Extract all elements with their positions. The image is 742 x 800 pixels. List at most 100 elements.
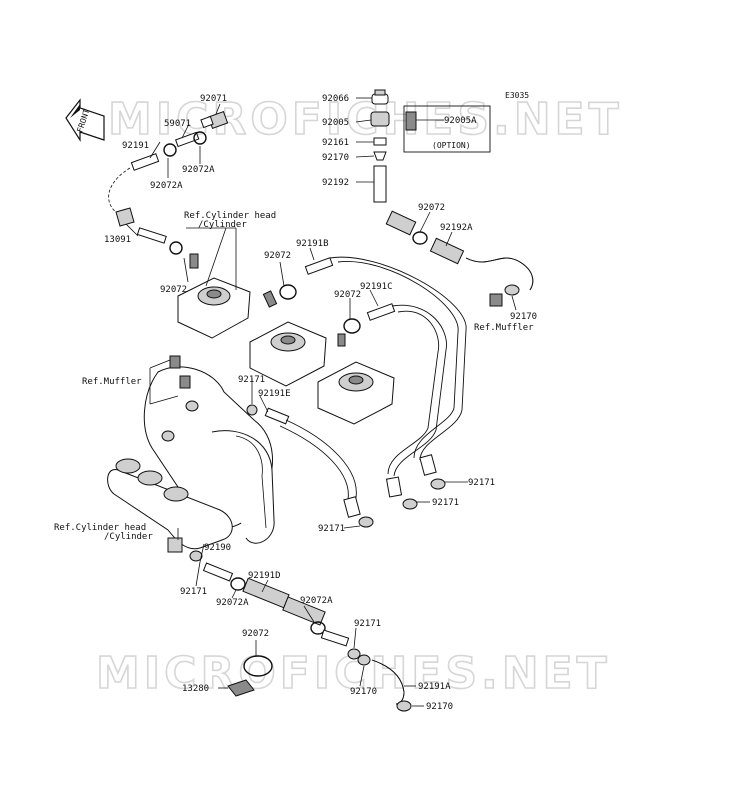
label-92191: 92191	[122, 141, 149, 151]
fitting-elbow	[167, 537, 183, 553]
label-92191a: 92191A	[418, 682, 451, 692]
label-ref-muffler-2: Ref.Muffler	[82, 377, 142, 387]
label-92072a-2: 92072A	[150, 181, 183, 191]
muffler-body	[143, 355, 275, 544]
bolt-fitting-2	[262, 290, 278, 308]
label-92072-3: 92072	[264, 251, 291, 261]
label-92170-1: 92170	[322, 153, 349, 163]
front-arrow-icon: FRONT	[65, 98, 105, 143]
part-92072-clamp-3	[279, 284, 297, 300]
hose-end-1	[419, 454, 437, 476]
label-92171-4: 92171	[318, 524, 345, 534]
part-92192-hose	[373, 165, 387, 203]
label-ref-cylinder-head-1b: /Cylinder	[198, 220, 247, 230]
part-59071-fitting	[174, 131, 200, 148]
part-92072a-clamp	[193, 131, 207, 145]
part-92005a-fitting	[405, 111, 417, 131]
part-92005-fitting	[370, 111, 390, 127]
option-box	[403, 105, 491, 153]
part-92191e-hose	[264, 407, 290, 425]
part-92171-clamp-a	[430, 478, 446, 490]
fitting-ref-muffler	[489, 293, 503, 307]
part-92170-clip-top	[373, 151, 387, 161]
part-hose-short-2	[320, 629, 350, 647]
part-hose-lower	[202, 562, 234, 582]
cylinder-head-2	[249, 321, 327, 387]
label-92170-4: 92170	[426, 702, 453, 712]
part-92191d-hose	[242, 577, 290, 609]
label-ref-muffler-1: Ref.Muffler	[474, 323, 534, 333]
label-92072-4: 92072	[334, 290, 361, 300]
part-92171-clamp-d	[358, 516, 374, 528]
label-59071: 59071	[164, 119, 191, 129]
label-92072a-3: 92072A	[216, 598, 249, 608]
label-92191e: 92191E	[258, 389, 291, 399]
part-92072a-clamp-4	[310, 621, 326, 635]
hose-end-3	[343, 496, 361, 518]
part-13280-plate	[227, 679, 255, 697]
label-13091: 13091	[104, 235, 131, 245]
label-ref-cylinder-head-2a: Ref.Cylinder head	[54, 523, 146, 533]
exhaust-manifold	[107, 458, 233, 550]
label-92192: 92192	[322, 178, 349, 188]
part-92161-washer	[373, 137, 387, 146]
bolt-fitting-1	[189, 253, 199, 269]
part-13091-joint	[115, 207, 135, 227]
label-92066: 92066	[322, 94, 349, 104]
part-92170-clip-3	[357, 654, 371, 666]
part-92072-ring-clamp	[243, 655, 273, 677]
cylinder-head-3	[317, 361, 395, 425]
label-92072a-4: 92072A	[300, 596, 333, 606]
label-92161: 92161	[322, 138, 349, 148]
label-92171-2: 92171	[468, 478, 495, 488]
part-92191b-hose	[304, 257, 334, 275]
part-92066-cap	[371, 89, 389, 105]
cylinder-head-1	[177, 277, 251, 339]
part-92072-hose-bellows	[385, 210, 465, 265]
part-92170-clip-4	[396, 700, 412, 712]
part-92171-clamp-c	[246, 404, 258, 416]
label-92171-5: 92171	[180, 587, 207, 597]
label-92171-3: 92171	[432, 498, 459, 508]
label-92171-1: 92171	[238, 375, 265, 385]
part-92170-clip-2	[504, 284, 520, 296]
part-92072a-clamp-2	[163, 143, 177, 157]
label-92190: 92190	[204, 543, 231, 553]
part-92072-clamp-1	[169, 241, 183, 255]
label-92191c: 92191C	[360, 282, 393, 292]
leader-lines	[125, 97, 517, 707]
part-92072-clamp-4	[343, 318, 361, 334]
label-13280: 13280	[182, 684, 209, 694]
label-92071: 92071	[200, 94, 227, 104]
hose-end-2	[385, 476, 403, 498]
label-92191d: 92191D	[248, 571, 281, 581]
label-92170-3: 92170	[350, 687, 377, 697]
diagram-id: E3035	[505, 91, 529, 100]
part-hose-short	[136, 227, 167, 244]
label-ref-cylinder-head-1a: Ref.Cylinder head	[184, 211, 276, 221]
part-92072a-clamp-3	[230, 577, 246, 591]
option-label: (OPTION)	[432, 141, 471, 150]
part-92071-fitting	[200, 110, 229, 130]
label-92072-5: 92072	[242, 629, 269, 639]
label-92192a: 92192A	[440, 223, 473, 233]
part-92191c-hose	[366, 303, 396, 321]
bolt-fitting-3	[337, 333, 346, 347]
part-92191d-hose-2	[282, 596, 326, 626]
label-92171-6: 92171	[354, 619, 381, 629]
label-92072-2: 92072	[418, 203, 445, 213]
label-92191b: 92191B	[296, 239, 329, 249]
part-92072-clamp-2	[412, 231, 428, 245]
label-92005: 92005	[322, 118, 349, 128]
label-92072-1: 92072	[160, 285, 187, 295]
label-92005a: 92005A	[444, 116, 477, 126]
part-92190-clamp	[189, 550, 203, 562]
part-92191-hose	[130, 153, 160, 171]
label-92072a-1: 92072A	[182, 165, 215, 175]
label-92170-2: 92170	[510, 312, 537, 322]
label-ref-cylinder-head-2b: /Cylinder	[104, 532, 153, 542]
part-92171-clamp-e	[347, 648, 361, 660]
part-92171-clamp-b	[402, 498, 418, 510]
